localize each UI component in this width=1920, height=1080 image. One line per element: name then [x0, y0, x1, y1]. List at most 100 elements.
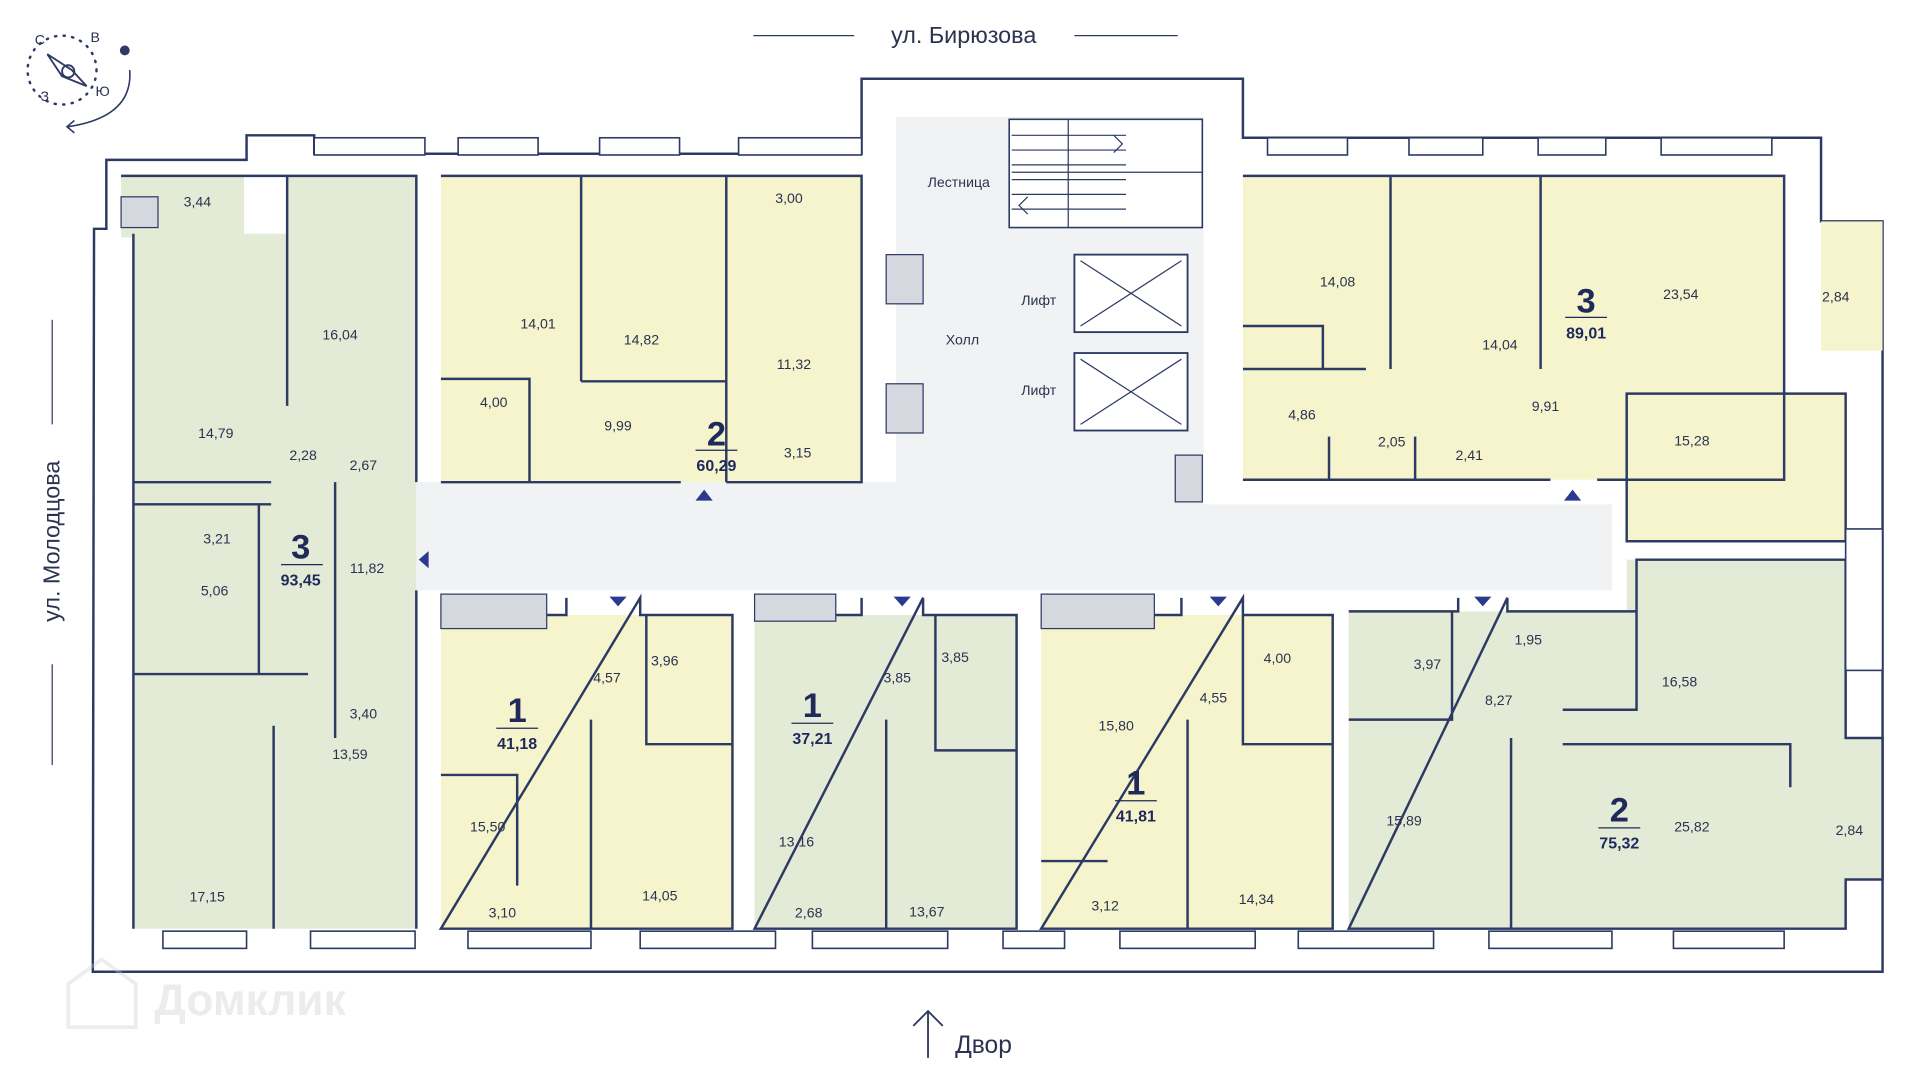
stair-arrow-icon: [1018, 134, 1124, 215]
room-area: 3,00: [775, 190, 803, 206]
room-area: 16,58: [1662, 673, 1697, 689]
stairs-label: Лестница: [928, 174, 990, 190]
room-area: 15,89: [1386, 812, 1421, 828]
room-area: 8,27: [1485, 692, 1513, 708]
room-area: 3,15: [784, 445, 812, 461]
ventilation-shaft: [885, 383, 924, 434]
apartment-rooms: 3: [1577, 282, 1596, 320]
room-area: 3,21: [203, 531, 231, 547]
street-top-label: ул. Бирюзова: [891, 22, 1036, 48]
apartment-rooms: 2: [707, 415, 726, 453]
room-area: 15,28: [1674, 432, 1709, 448]
room-area: 3,97: [1414, 656, 1442, 672]
room-area: 25,82: [1674, 819, 1709, 835]
room-area: 2,68: [795, 905, 823, 921]
room-area: 15,50: [470, 819, 505, 835]
compass-needle-icon: [46, 53, 88, 87]
entrance-arrow-icon: [695, 489, 713, 501]
apartment-5[interactable]: 1 37,21 3,85 3,85 13,16 2,68 13,67: [779, 649, 969, 921]
apartment-rooms: 1: [1126, 765, 1145, 803]
apartment-rooms: 1: [803, 687, 822, 725]
room-area: 14,34: [1239, 891, 1274, 907]
apartment-area: 75,32: [1599, 836, 1639, 853]
room-area: 2,28: [289, 447, 317, 463]
compass-south: Ю: [96, 83, 110, 99]
apartment-4[interactable]: 1 41,18 4,57 3,96 15,50 3,10 14,05: [470, 652, 679, 920]
apartment-area: 60,29: [696, 458, 736, 475]
room-area: 14,08: [1320, 274, 1355, 290]
room-area: 14,05: [642, 887, 677, 903]
room-area: 4,57: [593, 670, 621, 686]
entrance-markers: [418, 489, 1582, 607]
room-area: 3,85: [941, 649, 969, 665]
apartment-area: 41,18: [497, 736, 537, 753]
apartment-area: 37,21: [792, 731, 832, 748]
elevator-2: [1073, 352, 1189, 432]
apartment-3[interactable]: 3 89,01 14,08 14,04 23,54 2,84 4,86 2,05…: [1288, 274, 1849, 463]
room-area: 13,67: [909, 903, 944, 919]
entrance-arrow-icon: [1474, 596, 1492, 607]
apartment-rooms: 3: [291, 528, 310, 566]
yard-label: Двор: [955, 1032, 1012, 1059]
ventilation-shaft: [753, 593, 837, 622]
room-area: 2,84: [1822, 288, 1850, 304]
interior-walls: [121, 174, 1884, 930]
apartment-4-fill: [440, 615, 733, 929]
sun-icon: [119, 45, 130, 56]
room-area: 9,99: [604, 418, 632, 434]
room-area: 2,67: [350, 457, 378, 473]
room-area: 14,79: [198, 425, 233, 441]
room-area: 3,10: [489, 905, 517, 921]
apartment-2[interactable]: 2 60,29 14,01 14,82 3,00 11,32 4,00 9,99…: [480, 190, 811, 475]
watermark: Домклик: [66, 957, 347, 1029]
apartment-3-fill: [1242, 175, 1883, 542]
room-area: 16,04: [322, 326, 357, 342]
apartment-1-fill: [121, 175, 417, 929]
room-area: 3,44: [184, 194, 212, 210]
room-area: 2,84: [1836, 822, 1864, 838]
arrow-up-icon: [912, 1009, 944, 1058]
entrance-arrow-icon: [1209, 596, 1227, 607]
compass: С В Ю З: [26, 29, 131, 134]
hall-label: Холл: [946, 331, 979, 347]
ventilation-shaft: [440, 593, 548, 630]
room-area: 4,00: [480, 394, 508, 410]
entrance-arrow-icon: [893, 596, 911, 607]
room-area: 23,54: [1663, 286, 1698, 302]
corridor: [416, 116, 1612, 591]
apartment-area: 89,01: [1566, 325, 1606, 342]
apartment-6[interactable]: 1 41,81 4,00 4,55 15,80 3,12 14,34: [1091, 650, 1291, 913]
lift-2-label: Лифт: [1021, 382, 1056, 398]
room-area: 5,06: [201, 582, 229, 598]
watermark-text: Домклик: [154, 976, 346, 1025]
room-area: 4,86: [1288, 406, 1316, 422]
room-area: 2,05: [1378, 434, 1406, 450]
apartment-rooms: 1: [508, 692, 527, 730]
apartment-area: 93,45: [281, 573, 321, 590]
room-area: 3,40: [350, 705, 378, 721]
apartment-rooms: 2: [1610, 792, 1629, 830]
room-area: 15,80: [1099, 718, 1134, 734]
room-area: 13,59: [332, 746, 367, 762]
lift-1-label: Лифт: [1021, 292, 1056, 308]
rotation-arrow-icon: [65, 70, 131, 134]
street-left-label: ул. Молодцова: [39, 461, 65, 622]
house-logo-icon: [66, 957, 138, 1029]
ventilation-shaft: [1174, 454, 1203, 503]
room-area: 9,91: [1532, 398, 1560, 414]
apartment-7[interactable]: 2 75,32 1,95 3,97 8,27 16,58 15,89 25,82…: [1386, 632, 1863, 853]
room-area: 14,82: [624, 331, 659, 347]
apartment-2-fill: [440, 175, 862, 483]
room-area: 11,32: [777, 356, 811, 372]
windows: [162, 136, 1884, 950]
room-area: 17,15: [190, 889, 225, 905]
room-area: 4,55: [1200, 689, 1228, 705]
room-area: 13,16: [779, 833, 814, 849]
room-area: 14,04: [1482, 336, 1517, 352]
room-area: 11,82: [350, 560, 384, 576]
ventilation-shaft: [1040, 593, 1155, 630]
apartment-1[interactable]: 3 93,45 3,44 16,04 14,79 2,28 2,67 3,21 …: [184, 194, 385, 905]
apartment-area: 41,81: [1116, 809, 1156, 826]
room-area: 1,95: [1515, 632, 1543, 648]
room-area: 14,01: [520, 315, 555, 331]
